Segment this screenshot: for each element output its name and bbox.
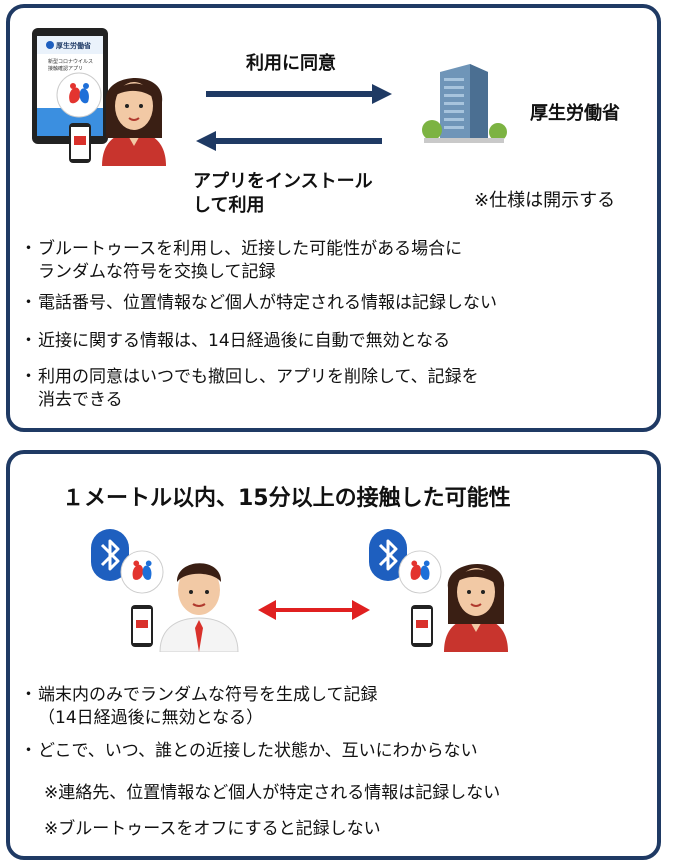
- contact-headline: １メートル以内、15分以上の接触した可能性: [62, 486, 511, 511]
- tablet-title-line-2: 接触確認アプリ: [48, 66, 84, 72]
- contact-point-2: ・どこで、いつ、誰との近接した状態か、互いにわからない: [20, 741, 478, 761]
- arrow-bottom-label-line1: アプリをインストール: [193, 171, 373, 192]
- arrow-right-consent: [206, 84, 392, 104]
- contact-panel: [6, 450, 661, 860]
- arrow-bottom-label-line2: して利用: [193, 195, 265, 216]
- man-user-icon: [159, 563, 239, 652]
- bluetooth-icon-left: [91, 529, 129, 581]
- bluetooth-icon-right: [369, 529, 407, 581]
- smartphone-right: [411, 605, 433, 647]
- app-logo-icon: [56, 72, 102, 118]
- contact-point-1: ・端末内のみでランダムな符号を生成して記録 （14日経過後に無効となる）: [20, 685, 378, 728]
- privacy-point-2: ・電話番号、位置情報など個人が特定される情報は記録しない: [20, 293, 497, 313]
- tablet-title-line-1: 新型コロナウイルス: [48, 59, 94, 65]
- woman-user-icon: [102, 77, 166, 166]
- arrow-left-install: [196, 131, 382, 151]
- ministry-label: 厚生労働省: [530, 103, 620, 124]
- privacy-point-3: ・近接に関する情報は、14日経過後に自動で無効となる: [20, 331, 451, 351]
- privacy-point-4: ・利用の同意はいつでも撤回し、アプリを削除して、記録を 消去できる: [20, 367, 479, 410]
- proximity-double-arrow: [258, 600, 370, 620]
- contact-note-2: ※ブルートゥースをオフにすると記録しない: [44, 819, 381, 839]
- spec-disclosure-note: ※仕様は開示する: [474, 190, 616, 211]
- app-logo-icon-right: [398, 550, 442, 594]
- woman-user-icon-right: [444, 563, 508, 652]
- contact-note-1: ※連絡先、位置情報など個人が特定される情報は記録しない: [44, 783, 501, 803]
- app-logo-icon-left: [120, 550, 164, 594]
- smartphone-illustration: [69, 123, 91, 163]
- arrow-top-label: 利用に同意: [246, 53, 336, 74]
- tablet-header-text: 厚生労働省: [56, 42, 91, 50]
- smartphone-left: [131, 605, 153, 647]
- ministry-building-icon: [422, 64, 507, 143]
- consent-panel: [6, 4, 661, 432]
- privacy-point-1: ・ブルートゥースを利用し、近接した可能性がある場合に ランダムな符号を交換して記…: [20, 239, 463, 282]
